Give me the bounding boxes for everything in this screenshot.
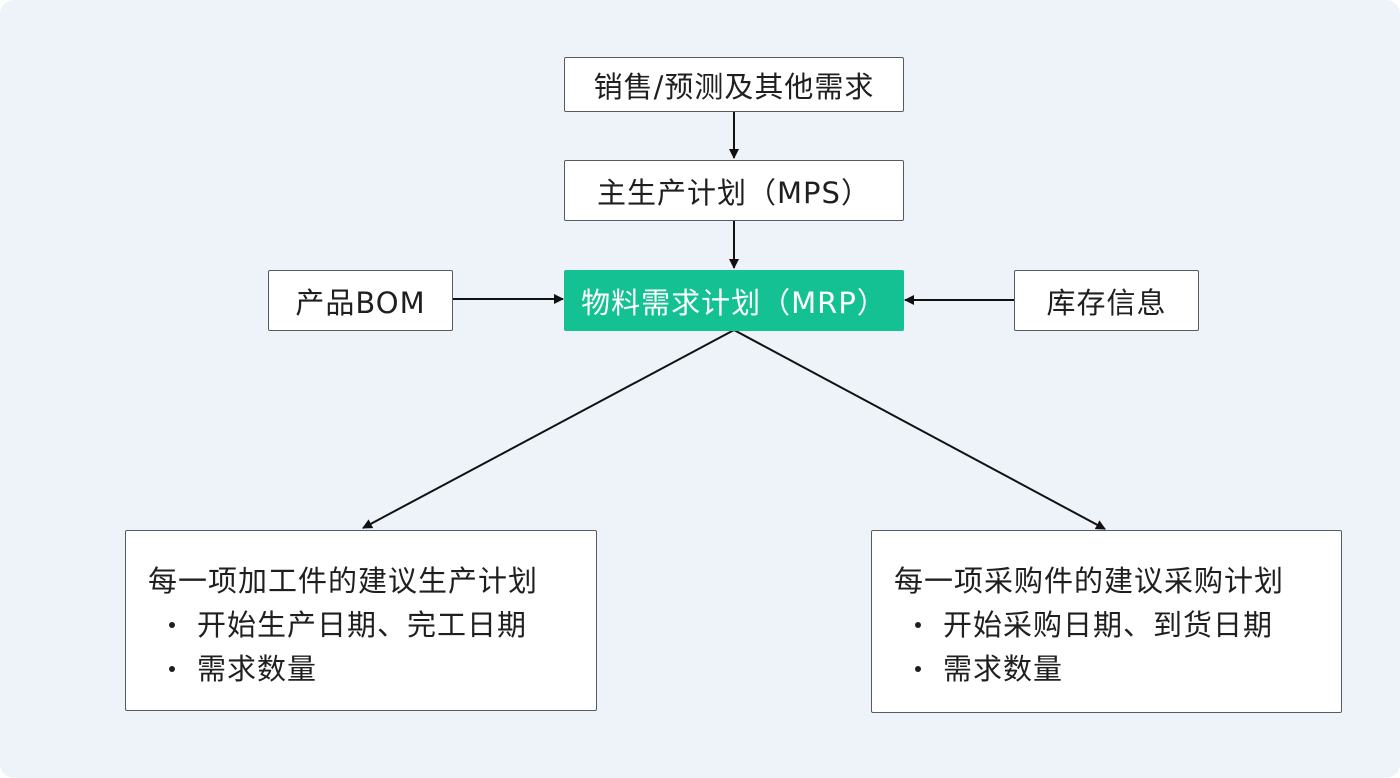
bullet-icon (169, 622, 175, 628)
inventory-node-label: 库存信息 (1046, 285, 1167, 320)
list-item: 需求数量 (894, 647, 1341, 691)
bom-node: 产品BOM (268, 270, 453, 331)
inventory-node: 库存信息 (1014, 270, 1199, 331)
manufacturing-plan-title: 每一项加工件的建议生产计划 (148, 564, 539, 598)
list-item: 开始生产日期、完工日期 (148, 603, 596, 647)
manufacturing-plan-panel: 每一项加工件的建议生产计划 开始生产日期、完工日期 需求数量 (125, 530, 597, 711)
bullet-icon (915, 666, 921, 672)
arrow-mrp-to-purchasing (733, 329, 1106, 530)
list-item: 开始采购日期、到货日期 (894, 603, 1341, 647)
mps-node-label: 主生产计划（MPS） (597, 175, 871, 210)
demand-node: 销售/预测及其他需求 (564, 57, 904, 112)
purchasing-bullet-dates: 开始采购日期、到货日期 (943, 608, 1274, 642)
purchasing-bullet-quantity: 需求数量 (943, 652, 1064, 686)
mrp-node-label: 物料需求计划（MRP） (581, 285, 887, 320)
bullet-icon (169, 666, 175, 672)
arrow-mrp-to-manufacturing (362, 329, 735, 529)
manufacturing-bullet-dates: 开始生产日期、完工日期 (197, 608, 528, 642)
mrp-node: 物料需求计划（MRP） (564, 270, 904, 331)
purchasing-plan-panel: 每一项采购件的建议采购计划 开始采购日期、到货日期 需求数量 (871, 530, 1342, 713)
mps-node: 主生产计划（MPS） (564, 160, 904, 221)
bullet-icon (915, 622, 921, 628)
demand-node-label: 销售/预测及其他需求 (593, 69, 875, 104)
bom-node-label: 产品BOM (295, 285, 426, 320)
list-item: 需求数量 (148, 647, 596, 691)
manufacturing-bullet-quantity: 需求数量 (197, 652, 318, 686)
purchasing-plan-title: 每一项采购件的建议采购计划 (894, 564, 1285, 598)
